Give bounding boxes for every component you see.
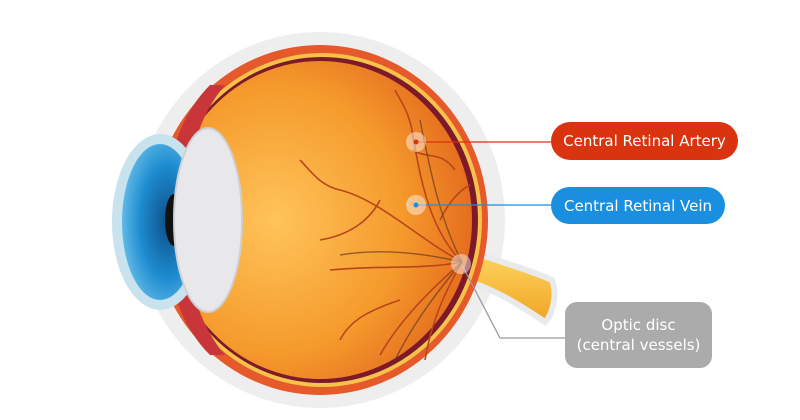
lens	[173, 127, 243, 313]
retinal-veins	[339, 119, 463, 361]
artery-dot	[413, 139, 419, 145]
vein-dot	[413, 202, 419, 208]
retinal-vessels	[299, 89, 471, 361]
optic-disc-label-line1: Optic disc	[601, 316, 676, 334]
optic-disc-marker	[451, 254, 471, 274]
optic-disc-label-line2: (central vessels)	[576, 336, 701, 354]
vein-label: Central Retinal Vein	[551, 187, 725, 224]
optic-nerve	[457, 243, 558, 326]
optic-disc-label: Optic disc (central vessels)	[565, 302, 712, 368]
vein-label-text: Central Retinal Vein	[563, 196, 713, 215]
artery-label-text: Central Retinal Artery	[563, 132, 726, 150]
artery-label: Central Retinal Artery	[551, 122, 738, 160]
vitreous	[168, 61, 472, 379]
optic-disc-leader-line	[461, 264, 565, 339]
